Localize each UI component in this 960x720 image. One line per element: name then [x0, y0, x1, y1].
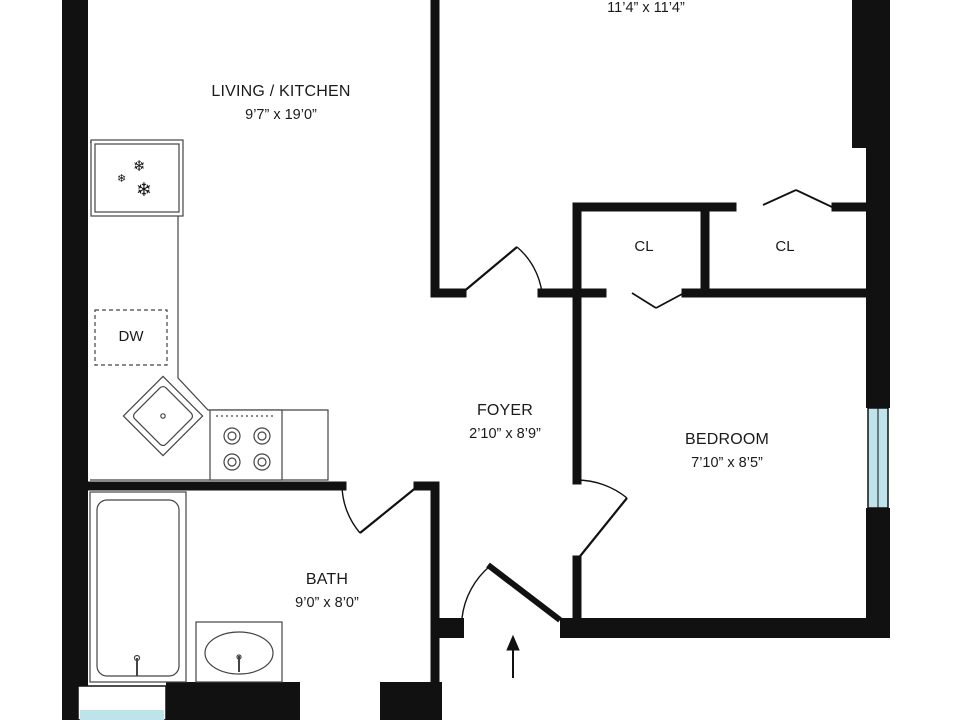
wall-left-exterior — [62, 0, 88, 720]
door-top-room — [461, 246, 518, 294]
dishwasher-label: DW — [118, 328, 144, 345]
top-room-dims: 11’4” x 11’4” — [607, 0, 685, 16]
door-bedroom — [576, 497, 628, 561]
door-arc-top-room — [516, 246, 543, 294]
stove — [209, 409, 283, 481]
dishwasher — [94, 309, 168, 366]
wall-right-lower — [866, 508, 890, 638]
up-arrow-icon — [506, 634, 520, 678]
svg-text:❄: ❄ — [133, 157, 146, 175]
svg-text:❄: ❄ — [117, 172, 126, 185]
wall-right-mid — [866, 148, 890, 408]
bath-fixtures — [89, 491, 283, 683]
closet-right-label: CL — [775, 238, 795, 255]
wall-bedroom-bottom — [560, 618, 890, 638]
bathtub — [89, 491, 187, 683]
svg-text:❄: ❄ — [136, 179, 152, 201]
door-closet-right — [762, 189, 797, 206]
door-entry — [486, 562, 562, 623]
closet-left-label: CL — [634, 238, 654, 255]
windows — [77, 407, 889, 720]
foyer-label: FOYER — [476, 402, 534, 419]
doors — [341, 189, 833, 623]
bath-label: BATH — [305, 571, 349, 588]
door-arc-bedroom — [576, 479, 628, 499]
snowflake-icon: ❄ ❄ ❄ — [117, 157, 152, 201]
refrigerator — [90, 139, 184, 217]
wall-bath-bottom-left — [166, 682, 300, 720]
bath-vanity — [195, 621, 283, 683]
wall-right-upper — [852, 0, 890, 148]
door-closet-left — [631, 292, 657, 309]
door-arc-bath — [341, 485, 361, 534]
kitchen-fixtures — [90, 139, 329, 481]
bedroom-label: BEDROOM — [684, 431, 770, 448]
kitchen-sink — [122, 375, 204, 457]
bath-sink — [204, 631, 274, 675]
walls — [62, 0, 890, 720]
interior-walls — [83, 0, 871, 695]
living-kitchen-label: LIVING / KITCHEN — [211, 83, 351, 100]
living-kitchen-dims: 9’7” x 19’0” — [245, 107, 317, 123]
bedroom-dims: 7’10” x 8’5” — [691, 455, 763, 471]
door-arc-entry — [461, 565, 491, 619]
foyer-dims: 2’10” x 8’9” — [469, 426, 541, 442]
bath-dims: 9’0” x 8’0” — [295, 595, 359, 611]
wall-entry-left — [432, 618, 464, 638]
door-bath — [359, 485, 419, 534]
